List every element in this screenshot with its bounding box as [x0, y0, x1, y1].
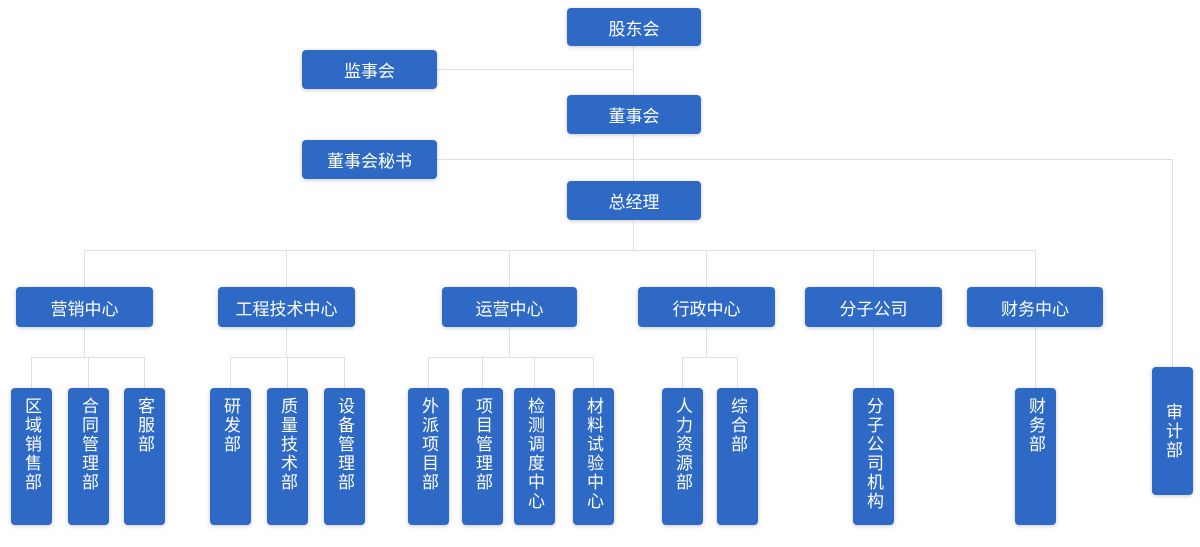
- org-node-subsidiary-organizations: 分子公司机构: [853, 388, 894, 525]
- org-node-rd-dept: 研发部: [210, 388, 251, 525]
- connector-line: [633, 46, 634, 95]
- org-node-board-of-directors: 董事会: [567, 95, 701, 134]
- org-node-label-supervisory-board: 监事会: [344, 62, 395, 81]
- connector-line: [682, 357, 738, 358]
- connector-line: [84, 250, 85, 287]
- connector-line: [344, 357, 345, 388]
- org-node-label-equipment-management-dept: 设备管理部: [335, 397, 354, 492]
- connector-line: [287, 357, 288, 388]
- org-node-human-resources-dept: 人力资源部: [662, 388, 703, 525]
- org-node-testing-dispatch-center: 检测调度中心: [514, 388, 555, 525]
- org-node-finance-dept: 财务部: [1015, 388, 1056, 525]
- org-node-audit-dept: 审计部: [1152, 367, 1193, 495]
- org-node-subsidiaries: 分子公司: [805, 287, 942, 327]
- org-node-operations-center: 运营中心: [442, 287, 577, 327]
- connector-line: [873, 250, 874, 287]
- org-node-finance-center: 财务中心: [967, 287, 1103, 327]
- org-node-equipment-management-dept: 设备管理部: [324, 388, 365, 525]
- org-node-label-general-affairs-dept: 综合部: [728, 397, 747, 454]
- connector-line: [88, 357, 89, 388]
- org-node-marketing-center: 营销中心: [16, 287, 153, 327]
- org-node-regional-sales-dept: 区域销售部: [11, 388, 52, 525]
- org-node-label-shareholders-meeting: 股东会: [608, 19, 660, 39]
- org-node-label-finance-center: 财务中心: [1001, 299, 1069, 319]
- org-node-administration-center: 行政中心: [638, 287, 775, 327]
- connector-line: [230, 357, 231, 388]
- org-node-label-subsidiary-organizations: 分子公司机构: [864, 397, 883, 511]
- connector-line: [144, 357, 145, 388]
- org-node-shareholders-meeting: 股东会: [567, 8, 701, 46]
- connector-line: [706, 250, 707, 287]
- org-node-engineering-technology-center: 工程技术中心: [218, 287, 355, 327]
- org-node-label-testing-dispatch-center: 检测调度中心: [525, 397, 544, 511]
- org-node-quality-technology-dept: 质量技术部: [267, 388, 308, 525]
- org-node-label-general-manager: 总经理: [608, 193, 660, 212]
- connector-line: [482, 357, 483, 388]
- connector-line: [1172, 159, 1173, 367]
- connector-line: [1035, 250, 1036, 287]
- connector-line: [286, 250, 287, 287]
- org-node-project-management-dept: 项目管理部: [462, 388, 503, 525]
- org-node-label-rd-dept: 研发部: [221, 397, 240, 454]
- org-node-dispatched-project-dept: 外派项目部: [408, 388, 449, 525]
- org-node-supervisory-board: 监事会: [302, 50, 437, 89]
- connector-line: [737, 357, 738, 388]
- org-node-material-testing-center: 材料试验中心: [573, 388, 614, 525]
- org-node-contract-management-dept: 合同管理部: [68, 388, 109, 525]
- connector-line: [1035, 327, 1036, 388]
- org-node-general-manager: 总经理: [567, 181, 701, 220]
- connector-line: [682, 357, 683, 388]
- connector-line: [873, 327, 874, 388]
- connector-line: [593, 357, 594, 388]
- org-node-label-customer-service-dept: 客服部: [135, 397, 154, 454]
- connector-line: [84, 250, 1036, 251]
- org-node-label-material-testing-center: 材料试验中心: [584, 397, 603, 511]
- org-node-label-finance-dept: 财务部: [1026, 397, 1045, 454]
- connector-line: [437, 69, 634, 70]
- connector-line: [286, 327, 287, 358]
- org-node-general-affairs-dept: 综合部: [717, 388, 758, 525]
- org-node-label-project-management-dept: 项目管理部: [473, 397, 492, 492]
- org-node-label-audit-dept: 审计部: [1163, 402, 1182, 460]
- connector-line: [84, 327, 85, 358]
- connector-line: [633, 220, 634, 250]
- connector-line: [534, 357, 535, 388]
- org-node-label-board-secretary: 董事会秘书: [327, 152, 412, 171]
- org-node-label-operations-center: 运营中心: [475, 299, 544, 319]
- connector-line: [509, 250, 510, 287]
- org-node-label-quality-technology-dept: 质量技术部: [278, 397, 297, 492]
- connector-line: [428, 357, 594, 358]
- org-node-label-marketing-center: 营销中心: [50, 299, 119, 319]
- org-node-label-subsidiaries: 分子公司: [839, 299, 908, 319]
- org-node-label-regional-sales-dept: 区域销售部: [22, 397, 41, 492]
- org-node-label-board-of-directors: 董事会: [608, 107, 660, 126]
- org-node-label-engineering-technology-center: 工程技术中心: [235, 299, 338, 319]
- connector-line: [31, 357, 32, 388]
- org-node-board-secretary: 董事会秘书: [302, 140, 437, 179]
- connector-line: [633, 134, 634, 181]
- org-node-label-contract-management-dept: 合同管理部: [79, 397, 98, 492]
- connector-line: [437, 159, 1173, 160]
- org-node-customer-service-dept: 客服部: [124, 388, 165, 525]
- org-node-label-dispatched-project-dept: 外派项目部: [419, 397, 438, 492]
- org-node-label-administration-center: 行政中心: [672, 299, 741, 319]
- org-node-label-human-resources-dept: 人力资源部: [673, 397, 692, 492]
- connector-line: [509, 327, 510, 358]
- connector-line: [428, 357, 429, 388]
- connector-line: [706, 327, 707, 358]
